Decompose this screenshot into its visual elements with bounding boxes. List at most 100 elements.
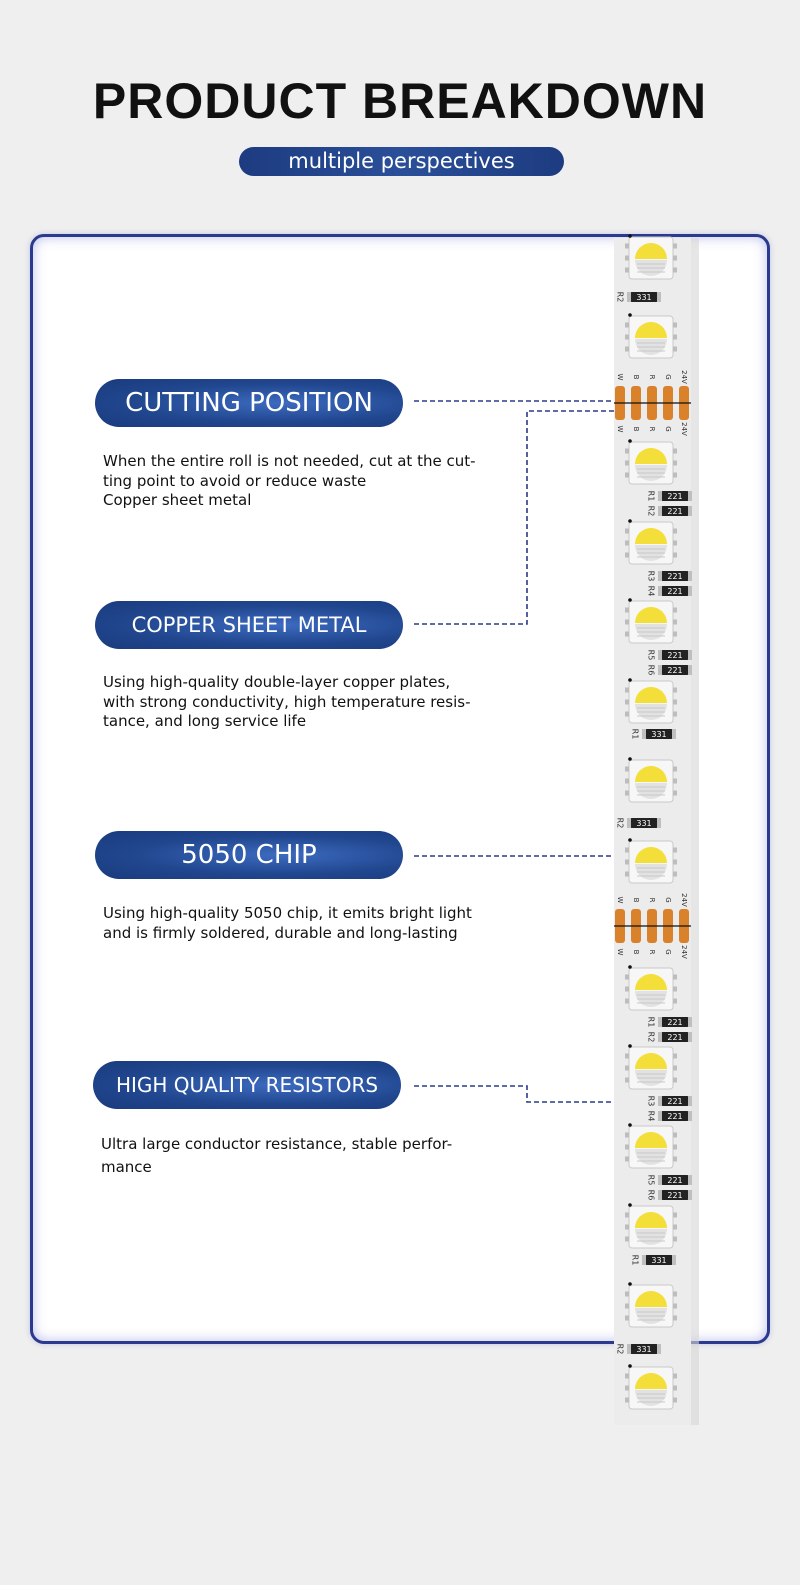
led-pin — [625, 528, 629, 534]
led-pin — [673, 1291, 677, 1297]
led-pin — [625, 699, 629, 705]
led-pin — [673, 528, 677, 534]
led-chip-5050 — [625, 1203, 677, 1249]
led-pin-dot — [628, 313, 632, 317]
led-pin — [673, 687, 677, 693]
led-pin — [625, 460, 629, 466]
led-phosphor — [635, 448, 667, 464]
led-pin-dot — [628, 598, 632, 602]
led-pin — [625, 711, 629, 717]
led-pin — [673, 1144, 677, 1150]
pad-label-bottom: G — [664, 949, 672, 954]
feature-description-5050-chip: Using high-quality 5050 chip, it emits b… — [103, 904, 472, 942]
resistor-value: 331 — [636, 1345, 651, 1354]
resistor-terminal — [688, 665, 692, 675]
led-chip-5050 — [625, 1123, 677, 1169]
feature-description-high-quality-resistors: Ultra large conductor resistance, stable… — [101, 1135, 453, 1176]
leader-line-high-quality-resistors — [414, 1085, 612, 1103]
led-pin — [625, 859, 629, 865]
resistor-terminal — [688, 1096, 692, 1106]
resistor-value: 221 — [667, 666, 682, 675]
led-pin — [625, 766, 629, 772]
resistor-body — [661, 491, 689, 501]
resistor-designator: R2 — [647, 506, 656, 517]
led-pin — [625, 687, 629, 693]
resistor-terminal — [658, 1032, 662, 1042]
feature-description-cutting-position: When the entire roll is not needed, cut … — [103, 452, 476, 509]
resistor-terminal — [688, 1190, 692, 1200]
resistor-terminal — [688, 586, 692, 596]
led-chip-5050 — [625, 313, 677, 359]
feature-label-cutting-position: CUTTING POSITION — [95, 379, 403, 427]
pad-label-top: G — [664, 897, 672, 902]
led-pin-dot — [628, 439, 632, 443]
resistor-terminal — [627, 818, 631, 828]
feature-label-copper-sheet-metal: COPPER SHEET METAL — [95, 601, 403, 649]
led-pin — [673, 974, 677, 980]
resistor-smd — [627, 292, 661, 302]
led-pin — [625, 243, 629, 249]
led-pin — [673, 1077, 677, 1083]
resistor-terminal — [658, 665, 662, 675]
led-pin-dot — [628, 1282, 632, 1286]
led-chip-5050 — [625, 519, 677, 565]
pad-label-bottom: 24V — [680, 945, 688, 959]
resistor-body — [661, 506, 689, 516]
led-pin — [625, 1397, 629, 1403]
resistor-value: 221 — [667, 1033, 682, 1042]
led-pin-dot — [628, 1044, 632, 1048]
resistor-terminal — [658, 1111, 662, 1121]
resistor-value: 221 — [667, 492, 682, 501]
resistor-terminal — [658, 506, 662, 516]
feature-label-high-quality-resistors: HIGH QUALITY RESISTORS — [93, 1061, 401, 1109]
resistor-terminal — [688, 1175, 692, 1185]
resistor-body — [661, 586, 689, 596]
resistor-designator: R2 — [616, 1344, 625, 1355]
led-pin — [673, 859, 677, 865]
led-pin — [673, 1156, 677, 1162]
resistor-terminal — [688, 506, 692, 516]
pad-label-top: 24V — [680, 893, 688, 907]
resistor-designator: R6 — [647, 665, 656, 676]
led-phosphor — [635, 1053, 667, 1069]
led-phosphor — [635, 1212, 667, 1228]
led-phosphor — [635, 1373, 667, 1389]
led-pin — [673, 1132, 677, 1138]
led-pin — [625, 790, 629, 796]
resistor-designator: R2 — [647, 1032, 656, 1043]
led-pin — [625, 1077, 629, 1083]
led-chip-5050 — [625, 598, 677, 644]
pad-label-top: 24V — [680, 370, 688, 384]
led-pin — [673, 778, 677, 784]
resistor-smd — [658, 586, 692, 596]
resistor-terminal — [642, 1255, 646, 1265]
resistor-terminal — [688, 1017, 692, 1027]
resistor-designator: R3 — [647, 571, 656, 582]
resistor-value: 221 — [667, 1018, 682, 1027]
led-pin — [625, 346, 629, 352]
resistor-designator: R5 — [647, 650, 656, 661]
resistor-value: 331 — [636, 293, 651, 302]
led-pin — [673, 346, 677, 352]
led-pin — [673, 1385, 677, 1391]
resistor-value: 331 — [636, 819, 651, 828]
resistor-smd — [658, 650, 692, 660]
resistor-terminal — [657, 818, 661, 828]
led-pin — [673, 1065, 677, 1071]
led-pin — [673, 243, 677, 249]
led-pin — [625, 448, 629, 454]
led-pin — [673, 986, 677, 992]
pad-label-top: G — [664, 374, 672, 379]
resistor-body — [661, 1111, 689, 1121]
resistor-value: 221 — [667, 1097, 682, 1106]
led-phosphor — [635, 1132, 667, 1148]
resistor-terminal — [658, 491, 662, 501]
resistor-smd — [658, 1111, 692, 1121]
resistor-smd — [658, 491, 692, 501]
led-pin — [625, 1212, 629, 1218]
led-pin — [673, 267, 677, 273]
resistor-terminal — [658, 1096, 662, 1106]
resistor-body — [630, 292, 658, 302]
led-phosphor — [635, 687, 667, 703]
resistor-designator: R4 — [647, 1111, 656, 1122]
